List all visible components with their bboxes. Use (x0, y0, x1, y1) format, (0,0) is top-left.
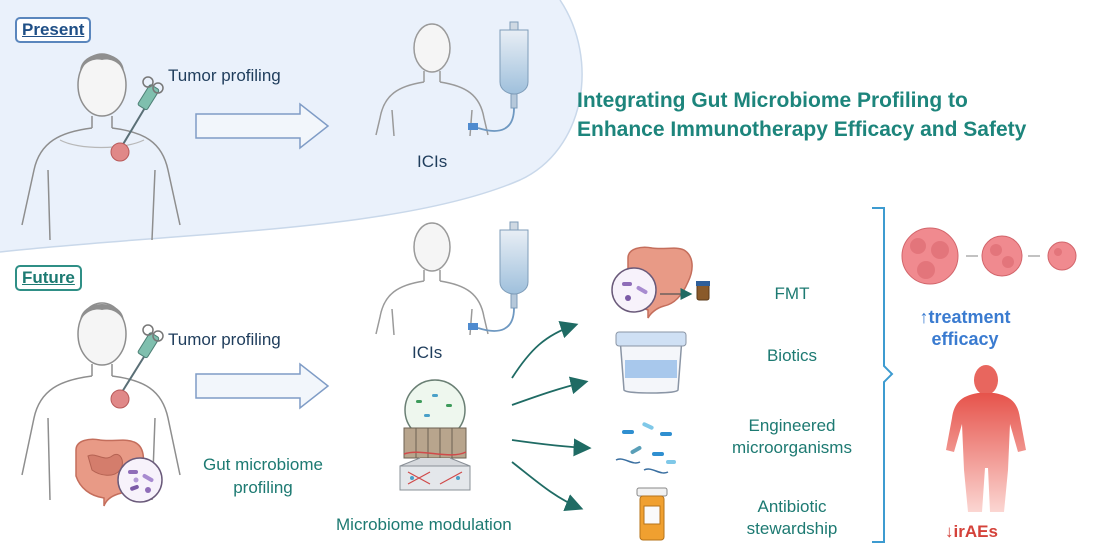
future-icis-label: ICIs (412, 343, 443, 362)
gut-fecal-icon (611, 246, 710, 319)
future-ici-patient-figure (375, 222, 489, 336)
modulation-arrows (511, 321, 592, 512)
antibiotic-line-2: stewardship (746, 519, 838, 538)
strategy-label-biotics: Biotics (766, 346, 818, 365)
future-tumor-profiling-label: Tumor profiling (168, 330, 281, 349)
treatment-efficacy-label: ↑treatment efficacy (910, 306, 1020, 350)
gut-profiling-line-1: Gut microbiome (203, 455, 323, 474)
present-tumor-profiling-label: Tumor profiling (168, 66, 281, 85)
bacteria-icon (615, 422, 676, 474)
human-body-icon (946, 365, 1026, 512)
present-arrow (195, 102, 330, 150)
gut-profiling-label: Gut microbiome profiling (188, 453, 338, 499)
outcome-bracket (872, 207, 894, 543)
present-ici-patient-figure (375, 23, 489, 137)
engineered-line-1: Engineered (748, 416, 836, 435)
present-icis-label: ICIs (417, 152, 448, 171)
microbiome-zoom-icon (117, 457, 163, 503)
iv-bag-icon (468, 21, 529, 132)
gut-epithelium-icon (399, 379, 471, 491)
strategy-label-antibiotic: Antibiotic stewardship (730, 496, 854, 540)
present-patient-figure (21, 53, 181, 241)
efficacy-line-2: efficacy (931, 329, 999, 349)
modulation-label: Microbiome modulation (336, 515, 512, 534)
present-badge: Present (15, 17, 92, 43)
strategy-label-fmt: FMT (774, 284, 810, 303)
strategy-label-engineered: Engineered microorganisms (710, 415, 874, 459)
engineered-line-2: microorganisms (732, 438, 852, 457)
gut-profiling-line-2: profiling (233, 478, 293, 497)
irae-label: ↓irAEs (945, 522, 998, 541)
pill-bottle-icon (636, 487, 668, 541)
future-badge: Future (15, 265, 82, 291)
title-line-2: Enhance Immunotherapy Efficacy and Safet… (577, 118, 1027, 141)
page-title: Integrating Gut Microbiome Profiling to … (577, 86, 1026, 144)
efficacy-line-1: ↑treatment (919, 307, 1011, 327)
yogurt-cup-icon (615, 331, 687, 394)
future-iv-bag-icon (468, 221, 529, 332)
tumor-icon (110, 142, 130, 162)
future-arrow (195, 362, 330, 410)
biopsy-needle-icon (121, 76, 164, 147)
future-patient-figure (21, 302, 181, 501)
future-biopsy-needle-icon (121, 324, 164, 393)
antibiotic-line-1: Antibiotic (757, 497, 827, 516)
future-tumor-icon (110, 389, 130, 409)
title-line-1: Integrating Gut Microbiome Profiling to (577, 89, 968, 112)
tumor-shrinking-icon (901, 227, 1077, 285)
